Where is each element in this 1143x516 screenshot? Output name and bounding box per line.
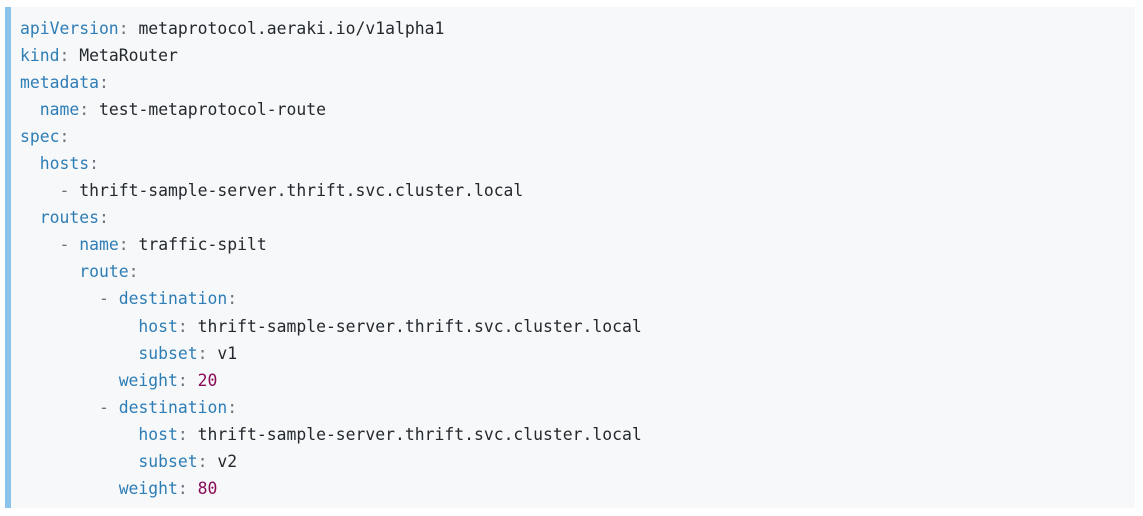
yaml-key: subset xyxy=(138,343,198,363)
yaml-colon: : xyxy=(177,370,188,390)
yaml-colon: : xyxy=(128,262,139,282)
yaml-key: spec xyxy=(20,127,60,147)
code-line: kind: MetaRouter xyxy=(20,42,1135,69)
list-dash: - xyxy=(98,289,119,309)
yaml-colon: : xyxy=(79,100,90,120)
yaml-colon: : xyxy=(98,208,109,228)
yaml-colon: : xyxy=(98,73,109,93)
list-dash: - xyxy=(98,397,119,417)
yaml-key: destination xyxy=(118,289,228,309)
yaml-colon: : xyxy=(227,289,238,309)
code-line: subset: v2 xyxy=(20,448,1135,475)
yaml-colon: : xyxy=(59,46,70,66)
yaml-key: destination xyxy=(118,397,228,417)
yaml-code-block: apiVersion: metaprotocol.aeraki.io/v1alp… xyxy=(11,7,1135,502)
code-block-container: apiVersion: metaprotocol.aeraki.io/v1alp… xyxy=(5,7,1135,508)
yaml-colon: : xyxy=(59,127,70,147)
code-line: - destination: xyxy=(20,285,1135,312)
yaml-value: 20 xyxy=(197,370,218,390)
yaml-colon: : xyxy=(118,235,129,255)
code-line: name: test-metaprotocol-route xyxy=(20,96,1135,123)
yaml-colon: : xyxy=(89,154,99,174)
yaml-value: v1 xyxy=(217,343,238,363)
yaml-colon: : xyxy=(177,316,188,336)
yaml-key: name xyxy=(39,100,80,120)
yaml-value: traffic-spilt xyxy=(138,235,267,255)
yaml-value: MetaRouter xyxy=(79,46,178,66)
yaml-value: test-metaprotocol-route xyxy=(98,100,326,120)
yaml-colon: : xyxy=(118,19,129,38)
yaml-colon: : xyxy=(227,397,238,417)
yaml-key: routes xyxy=(39,208,99,228)
yaml-colon: : xyxy=(177,424,188,444)
yaml-key: subset xyxy=(138,451,198,471)
code-line: subset: v1 xyxy=(20,340,1135,367)
yaml-value: metaprotocol.aeraki.io/v1alpha1 xyxy=(138,19,445,38)
code-line: route: xyxy=(20,258,1135,285)
code-line: metadata: xyxy=(20,69,1135,96)
yaml-value: thrift-sample-server.thrift.svc.cluster.… xyxy=(197,424,642,444)
yaml-key: weight xyxy=(118,370,178,390)
code-line: weight: 20 xyxy=(20,367,1135,394)
code-line: host: thrift-sample-server.thrift.svc.cl… xyxy=(20,421,1135,448)
code-line: - thrift-sample-server.thrift.svc.cluste… xyxy=(20,177,1135,204)
yaml-key: route xyxy=(79,262,129,282)
list-dash: - xyxy=(59,235,80,255)
yaml-key: weight xyxy=(118,478,178,498)
yaml-colon: : xyxy=(197,451,208,471)
yaml-key: apiVersion xyxy=(20,19,119,38)
yaml-key: metadata xyxy=(20,73,99,93)
yaml-value: v2 xyxy=(217,451,238,471)
yaml-colon: : xyxy=(197,343,208,363)
yaml-key: name xyxy=(79,235,119,255)
code-line: routes: xyxy=(20,204,1135,231)
yaml-value: thrift-sample-server.thrift.svc.cluster.… xyxy=(197,316,642,336)
yaml-value: 80 xyxy=(197,478,218,498)
code-line: - name: traffic-spilt xyxy=(20,231,1135,258)
code-lines: apiVersion: metaprotocol.aeraki.io/v1alp… xyxy=(20,15,1135,502)
yaml-key: host xyxy=(138,424,178,444)
code-line: apiVersion: metaprotocol.aeraki.io/v1alp… xyxy=(20,15,1135,42)
yaml-value: thrift-sample-server.thrift.svc.cluster.… xyxy=(79,181,524,201)
yaml-key: host xyxy=(138,316,178,336)
yaml-key: hosts xyxy=(39,154,90,174)
code-line: spec: xyxy=(20,123,1135,150)
code-line: host: thrift-sample-server.thrift.svc.cl… xyxy=(20,313,1135,340)
code-line: - destination: xyxy=(20,394,1135,421)
yaml-colon: : xyxy=(177,478,188,498)
yaml-key: kind xyxy=(20,46,60,66)
list-dash: - xyxy=(59,181,80,201)
code-line: hosts: xyxy=(20,150,1135,177)
code-line: weight: 80 xyxy=(20,475,1135,502)
